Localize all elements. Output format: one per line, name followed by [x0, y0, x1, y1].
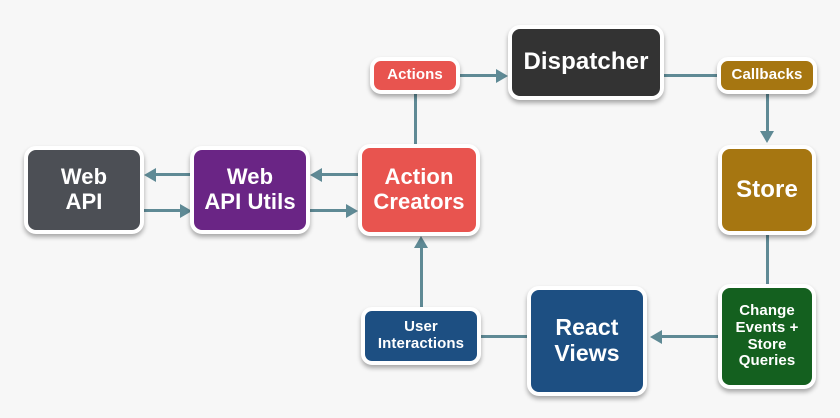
node-actions[interactable]: Actions	[370, 57, 460, 94]
arrowhead-change-events-to-react-views	[650, 329, 662, 344]
arrowhead-web-api-to-web-api-utils	[180, 203, 192, 218]
node-store[interactable]: Store	[718, 145, 816, 235]
connector-web-api-to-web-api-utils	[144, 209, 182, 212]
arrowhead-web-api-utils-to-action-creators	[346, 203, 358, 218]
arrowhead-action-creators-to-web-api-utils	[310, 167, 322, 182]
connector-actions-to-dispatcher	[460, 74, 498, 77]
connector-change-events-to-react-views	[662, 335, 720, 338]
arrowhead-callbacks-to-store	[760, 131, 774, 143]
node-store-label: Store	[736, 175, 798, 203]
arrowhead-web-api-utils-to-web-api	[144, 167, 156, 182]
connector-user-interactions-to-action-creators	[419, 248, 423, 308]
arrowhead-user-interactions-to-action-creators	[414, 236, 428, 248]
connector-store-to-change-events	[765, 235, 769, 285]
connector-dispatcher-to-callbacks	[664, 74, 719, 77]
node-callbacks-label: Callbacks	[731, 66, 803, 84]
connector-action-creators-to-actions	[413, 93, 417, 145]
node-actions-label: Actions	[387, 66, 443, 84]
connector-web-api-utils-to-web-api	[156, 173, 194, 176]
node-dispatcher[interactable]: Dispatcher	[508, 25, 664, 100]
connector-action-creators-to-web-api-utils	[322, 173, 360, 176]
node-callbacks[interactable]: Callbacks	[717, 57, 817, 94]
connector-web-api-utils-to-action-creators	[310, 209, 348, 212]
connector-callbacks-to-store	[765, 94, 769, 134]
node-dispatcher-label: Dispatcher	[523, 48, 649, 76]
connector-react-views-to-user-interactions	[480, 335, 530, 338]
arrowhead-actions-to-dispatcher	[496, 68, 508, 83]
